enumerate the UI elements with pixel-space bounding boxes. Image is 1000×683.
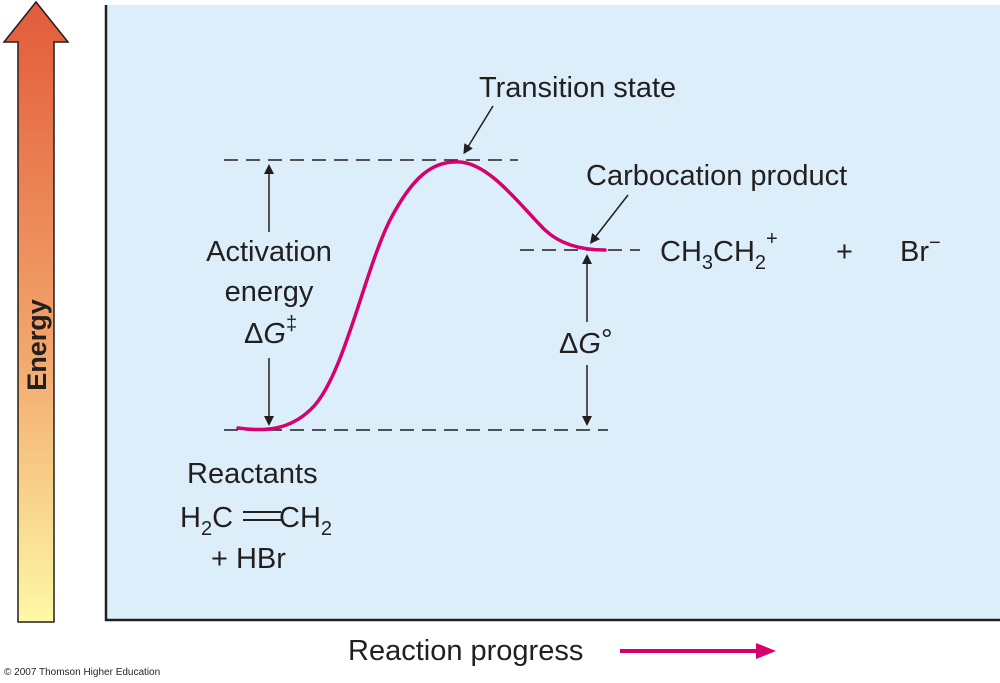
reactants-heading: Reactants — [187, 458, 318, 490]
activation-delta-g-label: ΔG‡ — [244, 313, 297, 350]
reaction-energy-curve — [236, 160, 607, 432]
reaction-progress-label: Reaction progress — [348, 635, 583, 667]
activation-energy-label-line2: energy — [225, 276, 314, 308]
energy-axis-label: Energy — [22, 299, 52, 391]
plus-hbr-label: + HBr — [211, 543, 286, 575]
product-formula: CH3CH2+ — [660, 228, 778, 274]
reaction-progress-arrowhead — [756, 643, 776, 659]
copyright-notice: © 2007 Thomson Higher Education — [4, 667, 161, 678]
standard-delta-g-label: ΔG° — [559, 324, 613, 360]
bromide-ion: Br− — [900, 232, 941, 268]
carbocation-pointer — [589, 194, 629, 244]
carbocation-product-label: Carbocation product — [586, 160, 847, 192]
transition-state-pointer — [463, 105, 494, 155]
energy-axis-arrow — [2, 0, 70, 623]
activation-energy-label-line1: Activation — [206, 236, 332, 268]
plot-area — [106, 5, 1000, 620]
product-plus-sign: + — [836, 236, 853, 268]
transition-state-label: Transition state — [479, 72, 676, 104]
